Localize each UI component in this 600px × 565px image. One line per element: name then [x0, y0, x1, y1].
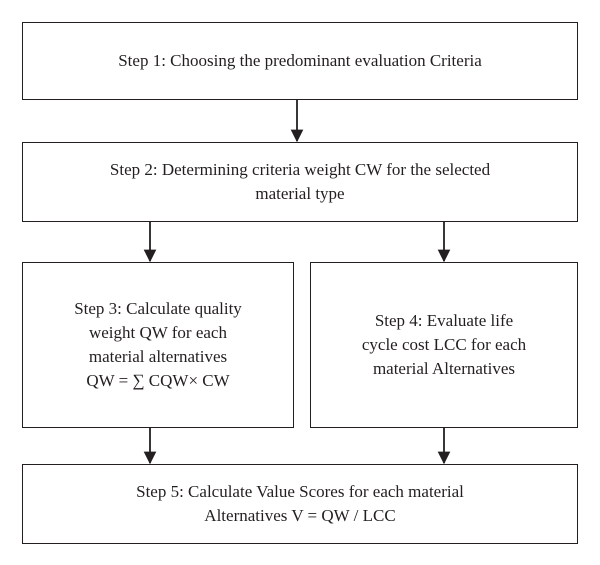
step-4-line-3: material Alternatives [372, 359, 516, 378]
step-3-formula: QW = ∑ CQW× CW [86, 371, 230, 390]
step-5-text: Step 5: Calculate Value Scores for each … [136, 480, 464, 528]
step-4-box: Step 4: Evaluate life cycle cost LCC for… [310, 262, 578, 428]
step-2-line-2: material type [255, 184, 345, 203]
step-4-line-1: Step 4: Evaluate life [374, 311, 514, 330]
step-2-box: Step 2: Determining criteria weight CW f… [22, 142, 578, 222]
step-5-line-2: Alternatives V = QW / LCC [204, 506, 396, 525]
step-2-text: Step 2: Determining criteria weight CW f… [110, 158, 490, 206]
step-3-line-2: weight QW for each [88, 323, 227, 342]
step-3-text: Step 3: Calculate quality weight QW for … [74, 297, 242, 393]
step-5-line-1: Step 5: Calculate Value Scores for each … [136, 482, 464, 501]
step-3-box: Step 3: Calculate quality weight QW for … [22, 262, 294, 428]
step-4-line-2: cycle cost LCC for each [361, 335, 527, 354]
step-3-line-1: Step 3: Calculate quality [74, 299, 242, 318]
step-1-box: Step 1: Choosing the predominant evaluat… [22, 22, 578, 100]
step-2-line-1: Step 2: Determining criteria weight CW f… [109, 160, 491, 179]
step-4-text: Step 4: Evaluate life cycle cost LCC for… [362, 309, 526, 381]
step-5-box: Step 5: Calculate Value Scores for each … [22, 464, 578, 544]
step-1-text: Step 1: Choosing the predominant evaluat… [118, 49, 482, 73]
step-3-line-3: material alternatives [88, 347, 228, 366]
step-1-line-1: Step 1: Choosing the predominant evaluat… [118, 51, 482, 70]
